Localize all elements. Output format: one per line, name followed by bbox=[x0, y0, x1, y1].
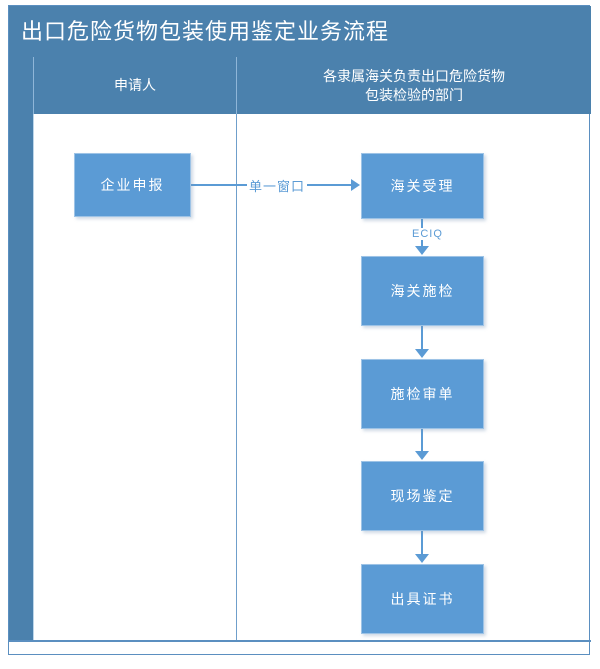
arrow-down-icon-acceptance-to-inspection bbox=[415, 246, 429, 255]
arrow-right-icon-declaration-to-acceptance bbox=[351, 179, 360, 191]
lane-header-applicant: 申请人 bbox=[33, 57, 236, 114]
arrow-down-icon-inspection-to-review bbox=[415, 349, 429, 358]
lane-side-band bbox=[9, 57, 33, 640]
diagram-title: 出口危险货物包装使用鉴定业务流程 bbox=[21, 19, 390, 44]
lane-header-customs-department: 各隶属海关负责出口危险货物 包装检验的部门 bbox=[236, 57, 591, 114]
node-customs-inspection[interactable]: 海关施检 bbox=[361, 256, 484, 326]
edge-label-single-window: 单一窗口 bbox=[247, 176, 308, 195]
frame-bottom-rule bbox=[9, 640, 591, 642]
node-enterprise-declaration[interactable]: 企业申报 bbox=[74, 153, 191, 217]
lane-header-customs-line-1: 各隶属海关负责出口危险货物 bbox=[323, 67, 505, 84]
node-customs-acceptance[interactable]: 海关受理 bbox=[361, 153, 484, 219]
flowchart-frame: 出口危险货物包装使用鉴定业务流程 申请人 各隶属海关负责出口危险货物 包装检验的… bbox=[8, 5, 591, 655]
arrow-down-icon-appraisal-to-certificate bbox=[415, 554, 429, 563]
edge-label-eciq: ECIQ bbox=[409, 228, 446, 240]
node-issue-certificate[interactable]: 出具证书 bbox=[361, 564, 484, 634]
lane-header-customs-line-2: 包装检验的部门 bbox=[365, 86, 463, 103]
node-inspection-review[interactable]: 施检审单 bbox=[361, 359, 484, 429]
node-customs-inspection-label: 海关施检 bbox=[390, 283, 455, 299]
connector-appraisal-to-certificate bbox=[421, 531, 423, 555]
node-customs-acceptance-label: 海关受理 bbox=[390, 178, 455, 194]
node-onsite-appraisal[interactable]: 现场鉴定 bbox=[361, 461, 484, 531]
lane-left-edge bbox=[33, 114, 34, 640]
arrow-down-icon-review-to-appraisal bbox=[415, 451, 429, 460]
connector-review-to-appraisal bbox=[421, 429, 423, 452]
diagram-title-bar: 出口危险货物包装使用鉴定业务流程 bbox=[9, 6, 591, 57]
lane-header-applicant-line-1: 申请人 bbox=[114, 77, 156, 93]
node-issue-certificate-label: 出具证书 bbox=[390, 591, 455, 607]
connector-inspection-to-review bbox=[421, 326, 423, 350]
lane-divider bbox=[236, 114, 237, 640]
node-onsite-appraisal-label: 现场鉴定 bbox=[390, 488, 455, 504]
node-inspection-review-label: 施检审单 bbox=[390, 386, 455, 402]
node-enterprise-declaration-label: 企业申报 bbox=[100, 177, 165, 193]
